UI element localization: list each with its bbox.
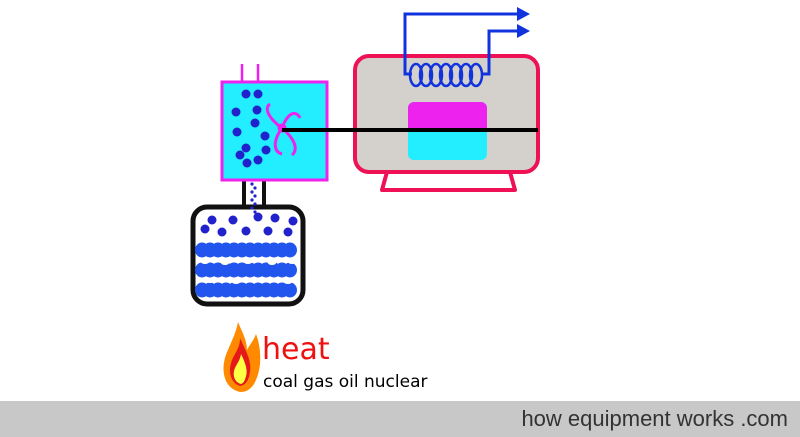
steam-bubble <box>207 215 217 225</box>
turbine-steam-dot <box>261 145 271 155</box>
coil-loop <box>448 62 464 88</box>
pipe-steam-dot <box>253 194 257 198</box>
fuel-types-label: coal gas oil nuclear <box>263 372 428 392</box>
footer-bar: how equipment works .com <box>0 401 800 437</box>
turbine-steam-dot <box>252 105 262 115</box>
arrow-head-top <box>517 7 530 21</box>
pipe-steam-dots <box>250 182 257 214</box>
steam-bubble <box>263 226 273 236</box>
coil-loop <box>438 62 454 88</box>
steam-bubble <box>288 216 298 226</box>
boiler-steam <box>200 212 298 237</box>
pipe-steam-dot <box>250 190 254 194</box>
turbine-steam-dot <box>253 155 263 165</box>
water-highlight <box>232 280 240 284</box>
turbine-steam-dot <box>253 89 263 99</box>
turbine-steam-dot <box>250 118 260 128</box>
site-name: how equipment works .com <box>521 406 788 431</box>
water-highlight <box>258 279 266 283</box>
turbine-steam-dot <box>241 89 251 99</box>
turbine-steam-dot <box>232 127 242 137</box>
water-highlight <box>201 260 209 264</box>
water-highlight <box>206 279 214 283</box>
water-highlight <box>284 280 292 284</box>
boiler-water <box>195 242 297 298</box>
pipe-steam-dot <box>250 206 254 210</box>
steam-bubble <box>270 213 280 223</box>
boiler-icon <box>190 204 306 307</box>
pipe-steam-dot <box>253 210 257 214</box>
coil-loop <box>458 62 474 88</box>
coil-loop <box>418 62 434 88</box>
steam-bubble <box>217 227 227 237</box>
steam-bubble <box>228 215 238 225</box>
water-highlight <box>221 261 229 265</box>
water-highlight <box>288 260 296 264</box>
water-highlight <box>244 260 252 264</box>
water-blob <box>283 242 297 258</box>
steam-bubble <box>283 227 293 237</box>
output-wires <box>403 12 520 76</box>
flame-icon <box>223 322 261 392</box>
turbine-icon <box>220 64 329 182</box>
turbine-steam-dot <box>260 131 270 141</box>
generator-icon <box>353 7 540 192</box>
turbine-steam-dot <box>235 150 245 160</box>
pipe-steam-dot <box>250 182 254 186</box>
steam-bubble <box>241 226 251 236</box>
turbine-steam-dot <box>231 107 241 117</box>
arrow-head-bottom <box>517 24 530 38</box>
steam-bubble <box>200 224 210 234</box>
turbine-steam-dot <box>242 158 252 168</box>
turbine-steam-dot <box>241 143 251 153</box>
steam-bubble <box>253 212 263 222</box>
water-blob <box>283 262 297 278</box>
pipe-steam-dot <box>250 198 254 202</box>
pipe-steam-dot <box>253 202 257 206</box>
water-blob <box>283 282 297 298</box>
turbine-steam-dots <box>231 89 271 168</box>
coil-loop <box>428 62 444 88</box>
water-highlight <box>268 261 276 265</box>
pipe-steam-dot <box>253 186 257 190</box>
heat-label: heat <box>262 332 330 367</box>
